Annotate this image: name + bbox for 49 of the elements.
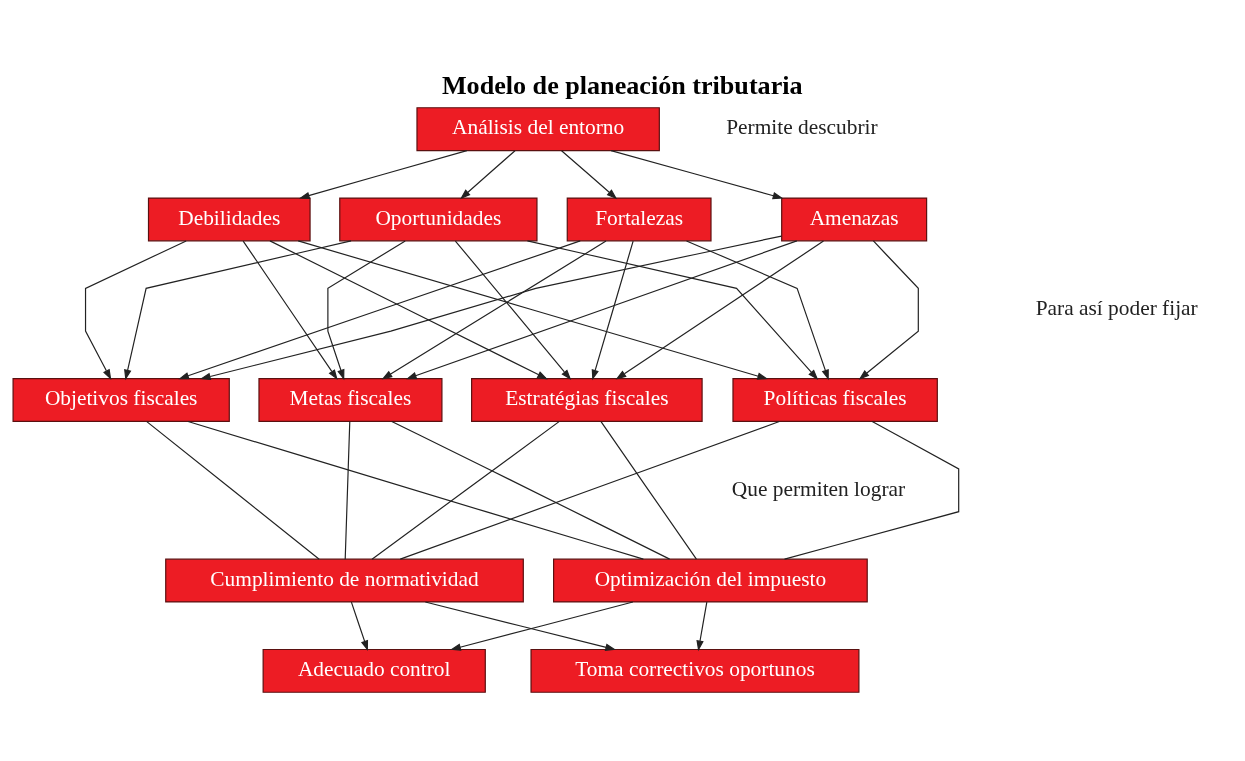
node-box: Debilidades [147, 196, 311, 241]
label: Que permiten lograr [731, 476, 906, 501]
node-box: Fortalezas [566, 196, 712, 241]
arrow [454, 239, 572, 380]
node-box: Oportunidades [339, 196, 538, 241]
node-box: Toma correctivos oportunos [530, 648, 860, 693]
arrow [297, 239, 769, 380]
arrow [424, 600, 616, 651]
connector [146, 420, 320, 560]
arrow [327, 239, 406, 380]
arrow [178, 239, 581, 379]
arrow [199, 235, 783, 380]
node-box: Amenazas [781, 196, 928, 241]
connector [600, 420, 697, 560]
arrow [242, 239, 338, 380]
node-box: Cumplimiento de normatividad [165, 558, 524, 603]
arrow [560, 149, 618, 199]
label: Permite descubrir [726, 114, 878, 139]
arrow [526, 239, 819, 380]
node-box: Objetivos fiscales [12, 377, 230, 422]
arrow [610, 149, 784, 199]
node-box: Estratégias fiscales [471, 377, 703, 422]
arrow [298, 149, 468, 199]
arrow [696, 601, 708, 651]
connector [187, 420, 644, 560]
connector [391, 420, 671, 560]
node-box: Metas fiscales [258, 377, 443, 422]
arrow [124, 239, 352, 380]
connector [783, 420, 960, 560]
arrow [350, 601, 369, 651]
arrow [685, 239, 829, 380]
arrow [858, 239, 919, 380]
arrow [615, 239, 825, 380]
connector [344, 420, 351, 560]
arrow [591, 239, 634, 380]
connector [399, 420, 780, 560]
diagram-title: Modelo de planeación tributaria [441, 70, 803, 100]
node-box: Adecuado control [262, 648, 486, 693]
node-box: Políticas fiscales [732, 377, 938, 422]
arrow [84, 239, 187, 380]
connector [371, 420, 560, 560]
node-box: Optimización del impuesto [553, 558, 868, 603]
arrow [269, 239, 548, 379]
arrow [450, 600, 634, 651]
label: Para así poder fijar [1035, 295, 1198, 320]
arrow [381, 239, 607, 380]
node-box: Análisis del entorno [416, 106, 660, 151]
arrow [460, 149, 516, 199]
arrow [406, 239, 798, 379]
